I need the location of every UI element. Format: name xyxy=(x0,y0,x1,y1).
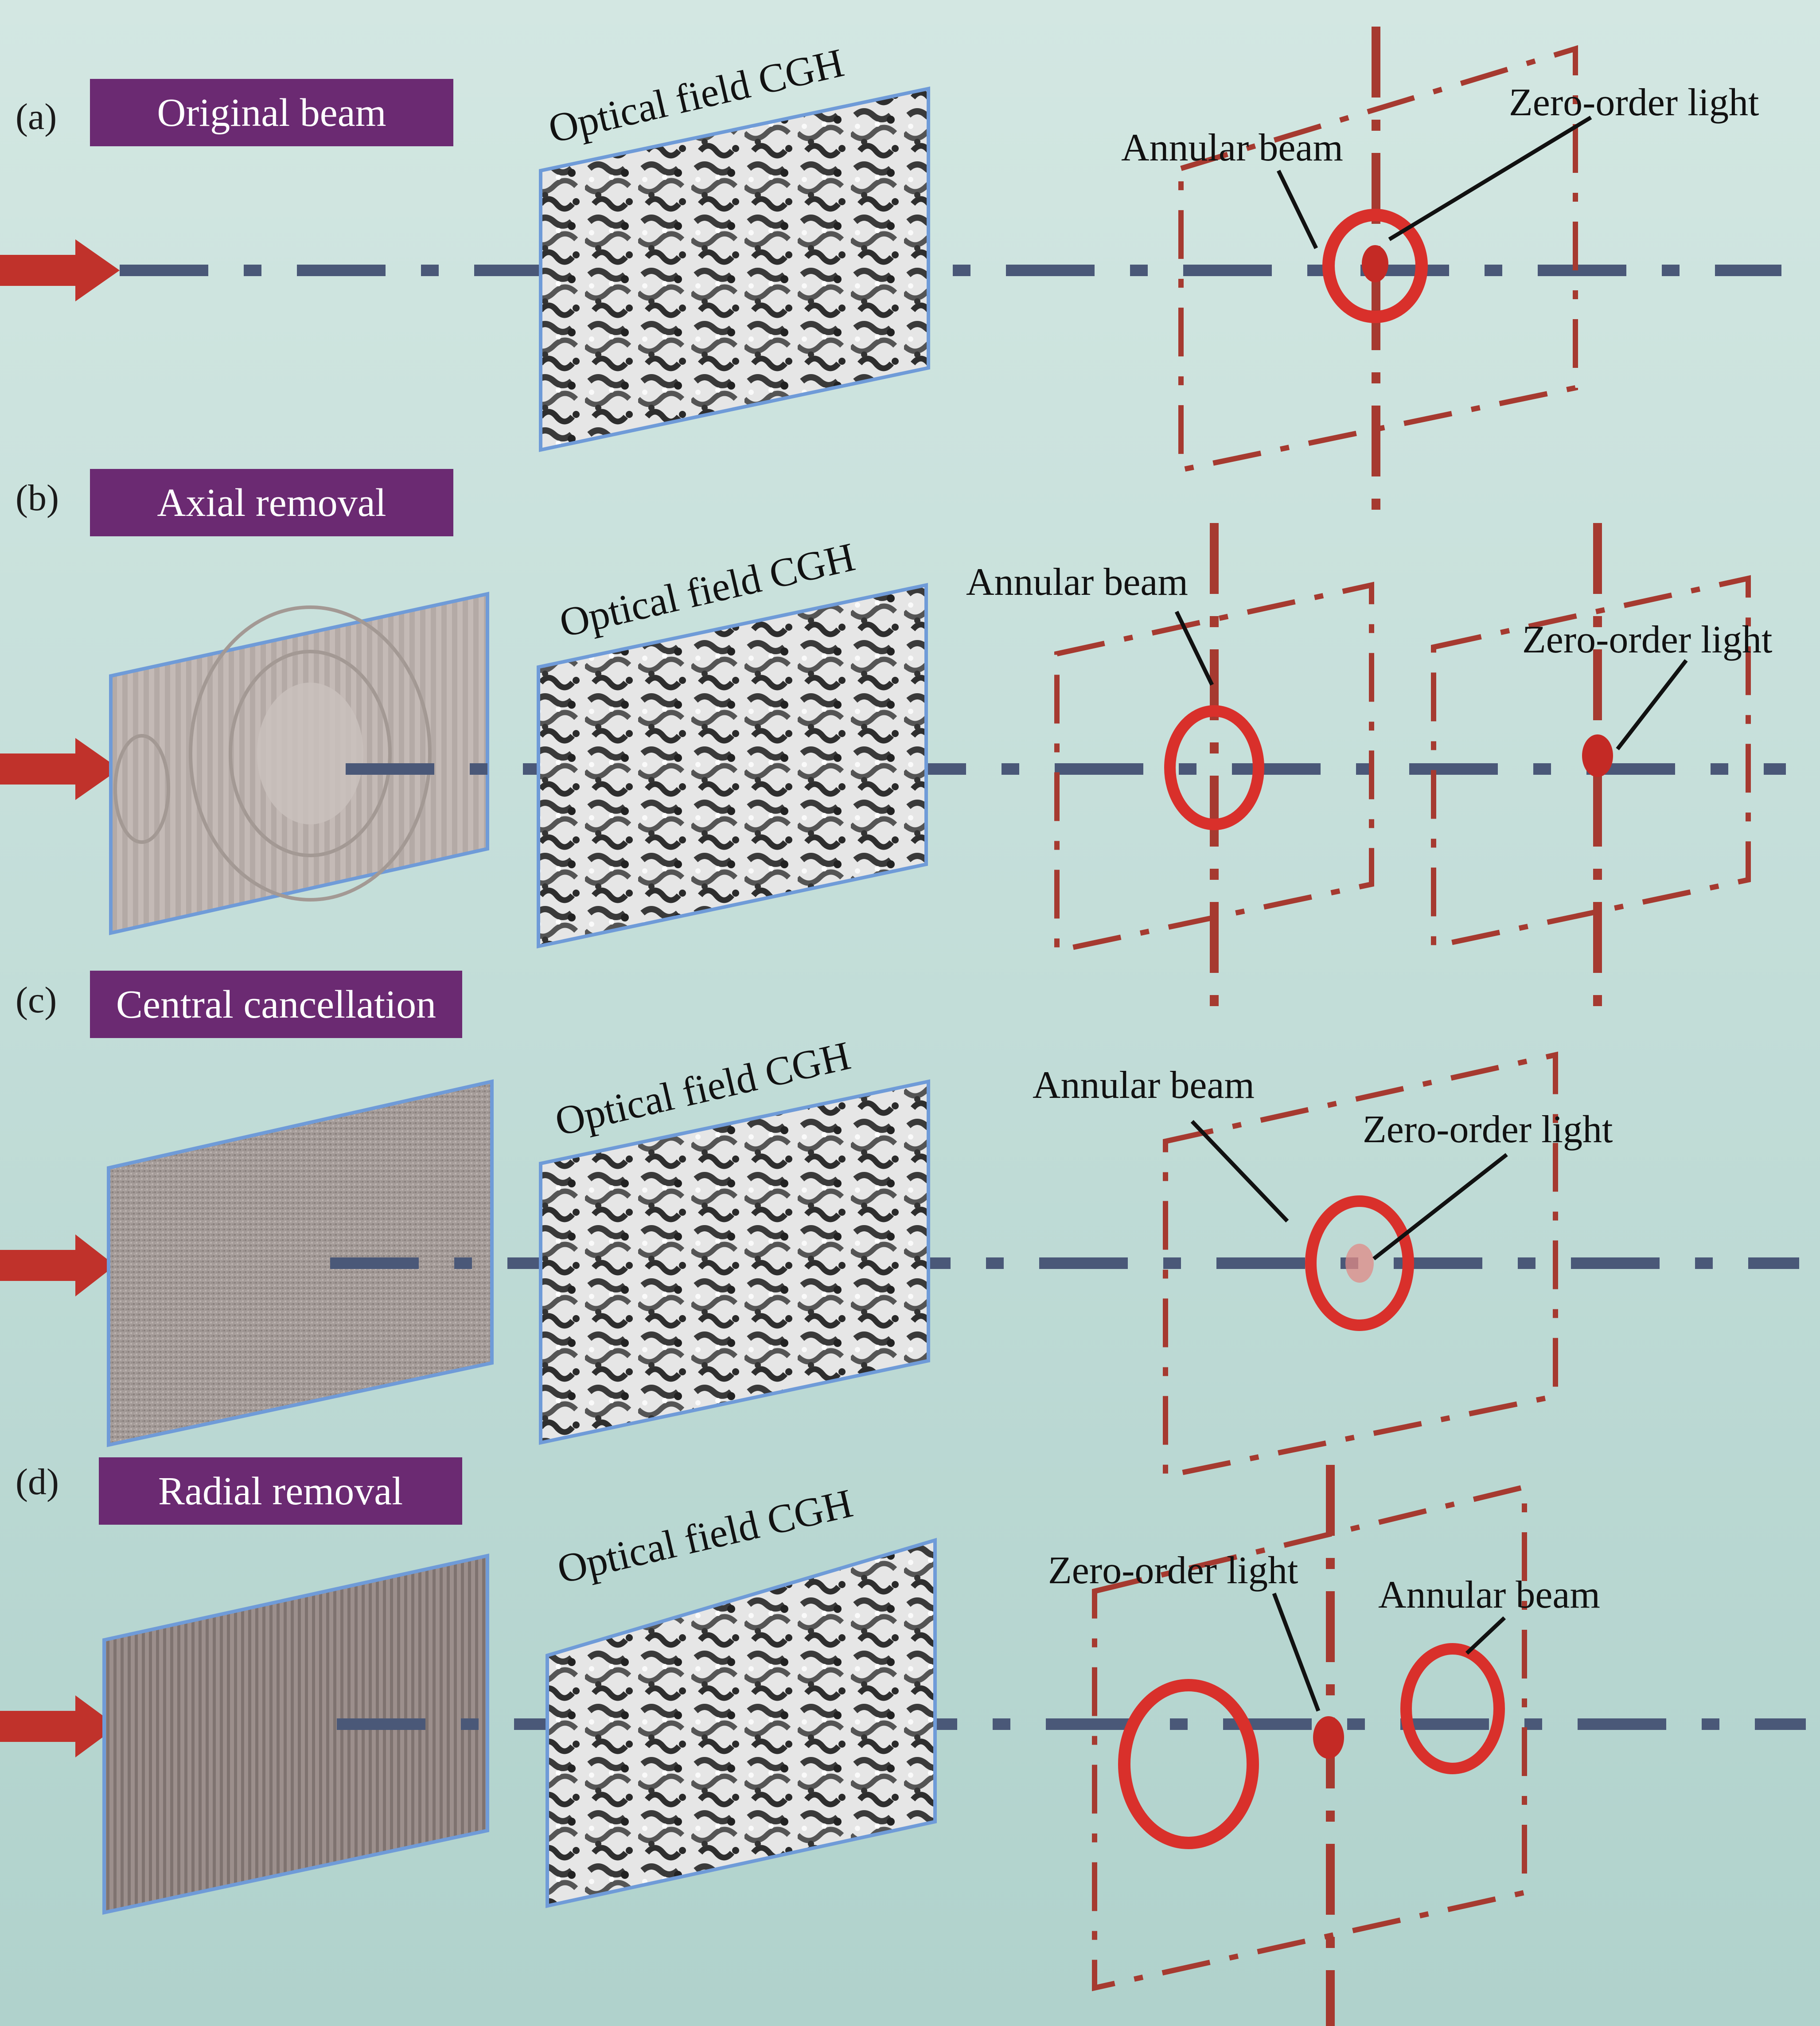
annular-beam-leader xyxy=(1465,1616,1506,1655)
optical-field-cgh xyxy=(539,1079,930,1445)
optical-field-cgh xyxy=(539,86,930,452)
zero-order-spot xyxy=(1362,245,1388,282)
annular-beam-label: Annular beam xyxy=(1033,1064,1255,1107)
panel-title-banner: Radial removal xyxy=(99,1457,462,1525)
panel-a xyxy=(0,27,1781,514)
annular-beam-label: Annular beam xyxy=(1378,1573,1600,1616)
annular-beam-left xyxy=(1118,1679,1259,1849)
zero-order-light-label: Zero-order light xyxy=(1522,618,1773,661)
input-arrow xyxy=(0,239,120,301)
zero-order-spot xyxy=(1345,1244,1374,1283)
hologram-ring-1 xyxy=(229,650,392,857)
input-arrow xyxy=(0,1695,117,1757)
zero-order-light-label: Zero-order light xyxy=(1509,81,1759,124)
annular-beam-right xyxy=(1400,1643,1505,1774)
zero-order-leader xyxy=(1388,116,1592,241)
panel-b xyxy=(0,523,1786,1015)
observation-plane xyxy=(1163,1051,1558,1479)
zero-order-leader xyxy=(1272,1593,1321,1712)
input-arrow xyxy=(0,1234,115,1296)
panel-tag: (d) xyxy=(16,1461,59,1503)
panel-title-banner: Original beam xyxy=(90,79,453,146)
panel-tag: (b) xyxy=(16,477,59,519)
zero-order-spot xyxy=(1313,1716,1344,1759)
hologram-ring-2 xyxy=(189,605,432,902)
zero-order-light-label: Zero-order light xyxy=(1363,1108,1613,1151)
annular-beam-label: Annular beam xyxy=(966,561,1188,604)
hologram-ring-side xyxy=(113,734,170,844)
radial-removal-hologram xyxy=(102,1554,489,1915)
observation-plane-2 xyxy=(1431,575,1751,950)
panel-d xyxy=(0,1465,1806,2026)
panel-c xyxy=(0,1051,1799,1479)
annular-beam xyxy=(1164,705,1264,830)
annular-beam xyxy=(1305,1195,1414,1331)
panel-tag: (c) xyxy=(16,980,57,1021)
hologram-ring-center xyxy=(257,683,363,824)
observation-plane xyxy=(1178,45,1578,473)
annular-beam-leader xyxy=(1174,611,1214,686)
panel-title-banner: Central cancellation xyxy=(90,971,462,1038)
zero-order-leader xyxy=(1616,659,1688,750)
annular-beam-leader xyxy=(1190,1120,1289,1223)
optical-field-cgh xyxy=(537,583,928,949)
annular-beam xyxy=(1322,209,1428,323)
panel-tag: (a) xyxy=(16,96,57,137)
optical-field-cgh xyxy=(546,1538,937,1908)
zero-order-leader xyxy=(1372,1153,1508,1261)
annular-beam-label: Annular beam xyxy=(1121,126,1343,169)
zero-order-spot xyxy=(1582,734,1613,777)
zero-order-light-label: Zero-order light xyxy=(1048,1549,1298,1592)
central-cancellation-hologram xyxy=(107,1079,494,1447)
observation-plane xyxy=(1092,1483,1527,1991)
input-arrow xyxy=(0,738,120,800)
annular-beam-leader xyxy=(1276,170,1318,249)
panel-title-banner: Axial removal xyxy=(90,469,453,536)
observation-plane-1 xyxy=(1054,582,1374,954)
